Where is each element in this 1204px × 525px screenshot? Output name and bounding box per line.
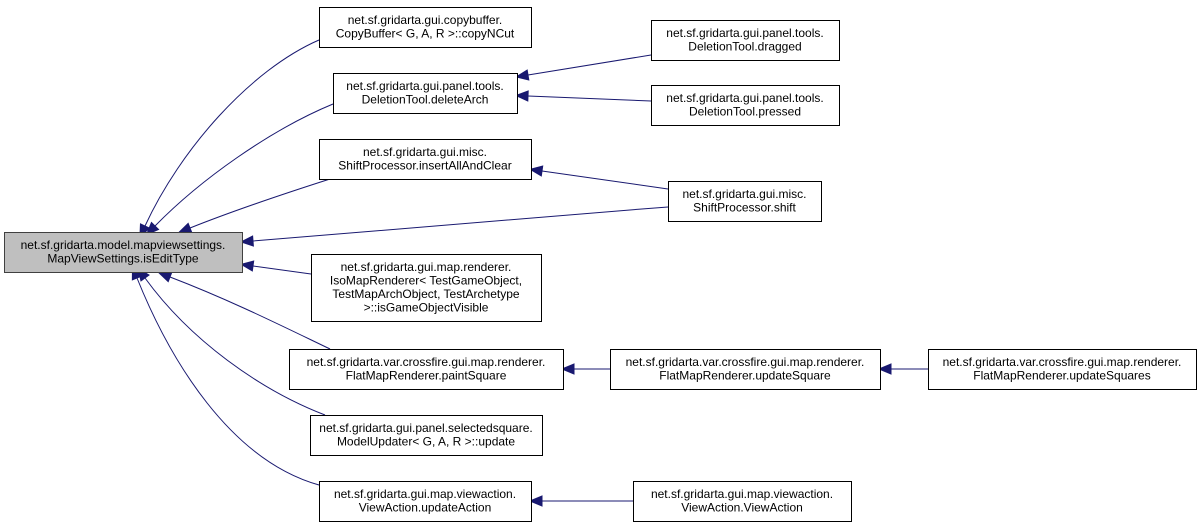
node-label-line: ShiftProcessor.shift — [693, 201, 796, 215]
node-pressed[interactable]: net.sf.gridarta.gui.panel.tools.Deletion… — [651, 85, 840, 126]
edge-modelUpdate-to-root — [137, 267, 326, 416]
edge-insertAllAndClear-to-root — [177, 178, 331, 234]
node-updateSquares[interactable]: net.sf.gridarta.var.crossfire.gui.map.re… — [928, 349, 1197, 390]
node-shift[interactable]: net.sf.gridarta.gui.misc.ShiftProcessor.… — [668, 181, 822, 222]
node-label-line: ViewAction.ViewAction — [681, 501, 803, 515]
node-label-line: ViewAction.updateAction — [359, 501, 492, 515]
node-box[interactable] — [651, 20, 840, 61]
node-box[interactable] — [668, 181, 822, 222]
node-label-line: net.sf.gridarta.var.crossfire.gui.map.re… — [626, 355, 865, 369]
arrow-head-icon — [239, 260, 255, 272]
edge-copyNCut-to-root — [139, 39, 320, 239]
node-label-line: net.sf.gridarta.gui.copybuffer. — [348, 13, 503, 27]
node-label-line: net.sf.gridarta.var.crossfire.gui.map.re… — [307, 355, 546, 369]
node-label-line: MapViewSettings.isEditType — [47, 252, 199, 266]
node-box[interactable] — [4, 232, 243, 273]
node-box[interactable] — [289, 349, 564, 390]
node-label-line: net.sf.gridarta.gui.panel.selectedsquare… — [319, 421, 532, 435]
edges-layer — [131, 39, 928, 507]
node-updateSquare[interactable]: net.sf.gridarta.var.crossfire.gui.map.re… — [610, 349, 881, 390]
node-box[interactable] — [319, 481, 532, 522]
node-label-line: net.sf.gridarta.gui.map.renderer. — [341, 260, 512, 274]
arrow-head-icon — [528, 165, 544, 177]
node-box[interactable] — [311, 254, 542, 322]
node-label-line: net.sf.gridarta.gui.misc. — [363, 145, 487, 159]
node-label-line: FlatMapRenderer.updateSquare — [659, 369, 831, 383]
node-label-line: DeletionTool.pressed — [689, 105, 801, 119]
arrow-head-icon — [177, 222, 193, 234]
node-insertAllAndClear[interactable]: net.sf.gridarta.gui.misc.ShiftProcessor.… — [319, 139, 532, 180]
node-label-line: net.sf.gridarta.gui.map.viewaction. — [334, 487, 516, 501]
edge-dragged-to-deleteArch — [514, 54, 652, 81]
node-label-line: net.sf.gridarta.gui.map.viewaction. — [651, 487, 833, 501]
edge-line — [541, 170, 669, 190]
node-label-line: IsoMapRenderer< TestGameObject, — [330, 274, 522, 288]
edge-line — [136, 277, 320, 486]
node-label-line: net.sf.gridarta.gui.misc. — [682, 187, 806, 201]
node-deleteArch[interactable]: net.sf.gridarta.gui.panel.tools.Deletion… — [333, 73, 518, 114]
node-label-line: net.sf.gridarta.gui.panel.tools. — [346, 79, 503, 93]
nodes-layer: net.sf.gridarta.model.mapviewsettings.Ma… — [4, 7, 1197, 522]
edge-paintSquare-to-root — [157, 271, 331, 350]
edge-viewActionCtor-to-updateAction — [528, 495, 633, 507]
node-label-line: FlatMapRenderer.updateSquares — [973, 369, 1150, 383]
arrow-head-icon — [514, 90, 529, 102]
arrow-head-icon — [239, 235, 254, 247]
arrow-head-icon — [157, 271, 173, 283]
node-label-line: TestMapArchObject, TestArchetype — [332, 287, 520, 301]
node-label-line: net.sf.gridarta.gui.panel.tools. — [666, 91, 823, 105]
node-box[interactable] — [319, 139, 532, 180]
edge-line — [154, 103, 334, 227]
node-modelUpdate[interactable]: net.sf.gridarta.gui.panel.selectedsquare… — [310, 415, 543, 456]
node-dragged[interactable]: net.sf.gridarta.gui.panel.tools.Deletion… — [651, 20, 840, 61]
node-box[interactable] — [333, 73, 518, 114]
node-label-line: DeletionTool.deleteArch — [362, 93, 489, 107]
arrow-head-icon — [560, 363, 575, 375]
arrow-head-icon — [514, 69, 530, 81]
edge-line — [144, 277, 326, 416]
edge-line — [527, 95, 652, 102]
node-box[interactable] — [610, 349, 881, 390]
arrow-head-icon — [877, 363, 892, 375]
edge-deleteArch-to-root — [145, 103, 334, 236]
edge-pressed-to-deleteArch — [514, 90, 652, 102]
edge-line — [252, 206, 669, 242]
node-label-line: ShiftProcessor.insertAllAndClear — [338, 159, 511, 173]
edge-shift-to-insertAllAndClear — [528, 165, 669, 190]
node-label-line: net.sf.gridarta.gui.panel.tools. — [666, 26, 823, 40]
node-box[interactable] — [319, 7, 532, 48]
edge-updateSquare-to-paintSquare — [560, 363, 610, 375]
node-label-line: CopyBuffer< G, A, R >::copyNCut — [336, 27, 515, 41]
node-label-line: ModelUpdater< G, A, R >::update — [337, 435, 515, 449]
node-label-line: FlatMapRenderer.paintSquare — [346, 369, 507, 383]
node-box[interactable] — [928, 349, 1197, 390]
edge-line — [252, 265, 312, 275]
root-node[interactable]: net.sf.gridarta.model.mapviewsettings.Ma… — [4, 232, 243, 273]
node-updateAction[interactable]: net.sf.gridarta.gui.map.viewaction.ViewA… — [319, 481, 532, 522]
edge-line — [169, 276, 331, 350]
node-label-line: net.sf.gridarta.model.mapviewsettings. — [21, 238, 226, 252]
node-label-line: >::isGameObjectVisible — [364, 301, 489, 315]
node-box[interactable] — [310, 415, 543, 456]
edge-updateSquares-to-updateSquare — [877, 363, 928, 375]
node-isGameObjectVisible[interactable]: net.sf.gridarta.gui.map.renderer.IsoMapR… — [311, 254, 542, 322]
edge-line — [189, 178, 331, 229]
node-viewActionCtor[interactable]: net.sf.gridarta.gui.map.viewaction.ViewA… — [633, 481, 852, 522]
node-paintSquare[interactable]: net.sf.gridarta.var.crossfire.gui.map.re… — [289, 349, 564, 390]
node-copyNCut[interactable]: net.sf.gridarta.gui.copybuffer.CopyBuffe… — [319, 7, 532, 48]
arrow-head-icon — [528, 495, 543, 507]
edge-line — [527, 54, 652, 76]
node-box[interactable] — [651, 85, 840, 126]
node-label-line: net.sf.gridarta.var.crossfire.gui.map.re… — [943, 355, 1182, 369]
edge-shift-to-root — [239, 206, 669, 247]
node-label-line: DeletionTool.dragged — [688, 40, 801, 54]
node-box[interactable] — [633, 481, 852, 522]
edge-isGameObjectVisible-to-root — [239, 260, 312, 275]
edge-line — [144, 39, 320, 227]
